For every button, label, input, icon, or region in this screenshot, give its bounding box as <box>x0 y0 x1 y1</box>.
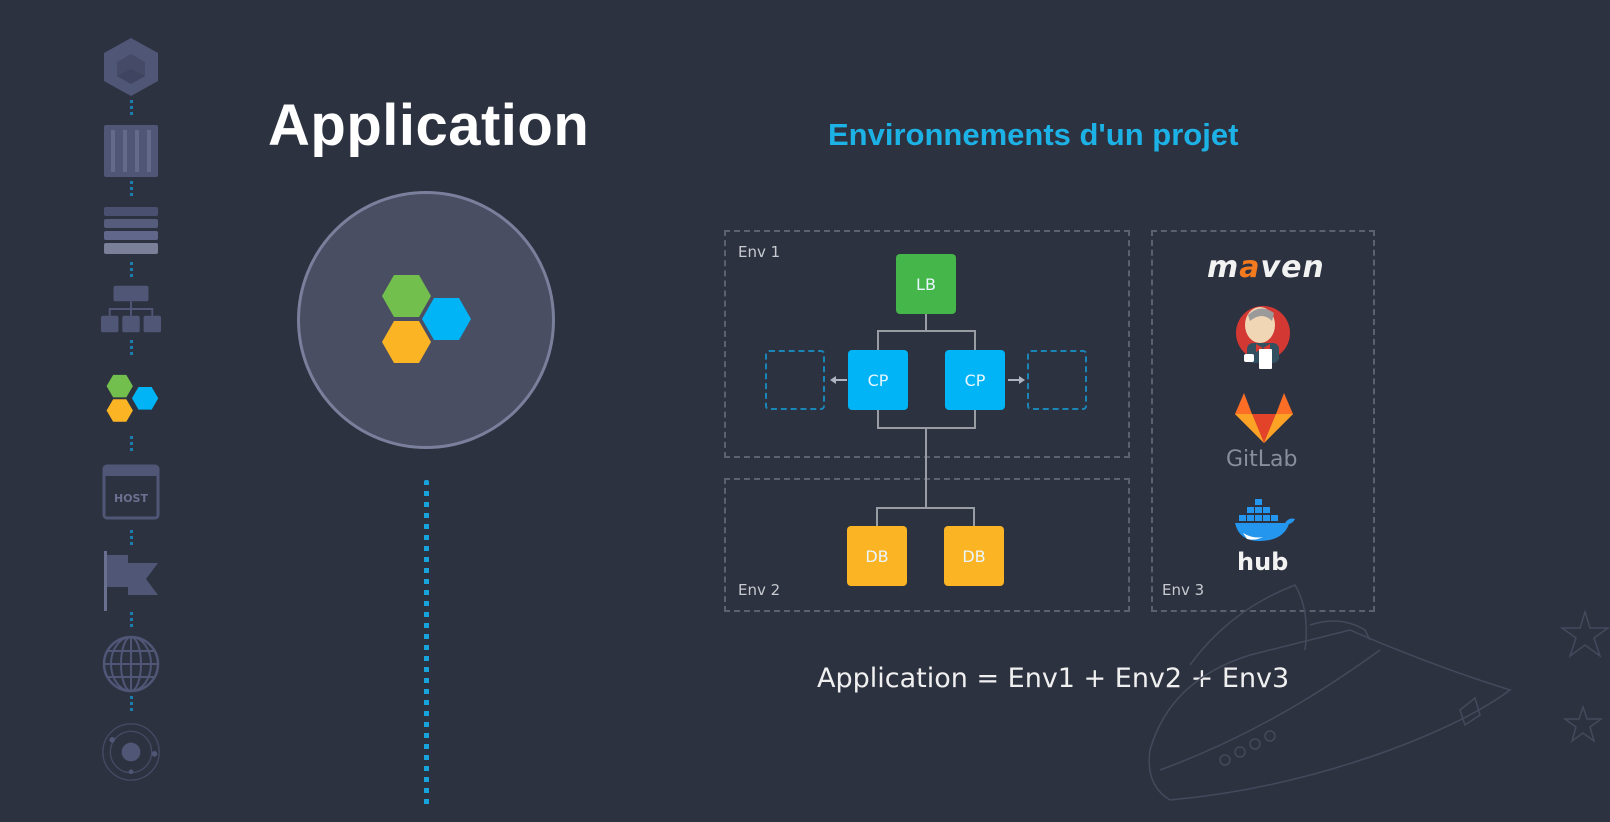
orbit-icon <box>102 723 160 781</box>
wire <box>876 507 878 527</box>
section-title: Environnements d'un projet <box>828 117 1239 152</box>
maven-logo-accent: a <box>1239 250 1261 285</box>
wire <box>973 507 975 527</box>
application-hexagons-icon <box>106 374 159 422</box>
spaceship-sketch-decoration <box>1148 584 1512 801</box>
wire <box>974 410 976 428</box>
node-lb[interactable]: LB <box>896 254 956 314</box>
env2-label: Env 2 <box>738 581 781 599</box>
wire <box>974 330 976 352</box>
wire <box>876 507 975 509</box>
host-icon: HOST <box>102 464 160 520</box>
node-cp-2[interactable]: CP <box>945 350 1005 410</box>
host-label: HOST <box>114 492 148 505</box>
sidebar-connector <box>130 436 133 454</box>
env3-box <box>1151 230 1375 612</box>
sidebar-item-hierarchy[interactable] <box>100 284 162 334</box>
stack-layers-icon <box>104 207 158 254</box>
wire <box>877 330 879 352</box>
hierarchy-icon <box>100 285 162 333</box>
docker-whale-icon <box>1235 499 1295 541</box>
gitlab-label: GitLab <box>1226 447 1298 472</box>
formula-text: Application = Env1 + Env2 + Env3 <box>817 663 1290 694</box>
page-title: Application <box>268 93 590 158</box>
scale-placeholder-right <box>1027 350 1087 410</box>
maven-logo-rest: ven <box>1260 250 1325 285</box>
application-hexagons-icon <box>382 275 471 363</box>
sidebar-item-columns[interactable] <box>100 124 162 178</box>
cube-hexagon-icon <box>104 38 158 96</box>
node-db-2[interactable]: DB <box>944 526 1004 586</box>
maven-logo: maven <box>1207 250 1325 285</box>
env3-label: Env 3 <box>1162 581 1205 599</box>
node-cp-1[interactable]: CP <box>848 350 908 410</box>
timeline-connector <box>424 480 429 810</box>
sidebar-connector <box>130 340 133 358</box>
jenkins-icon <box>1236 306 1290 369</box>
sidebar-connector <box>130 696 133 714</box>
maven-logo-m: m <box>1207 250 1240 285</box>
sidebar-item-flag[interactable] <box>100 551 162 613</box>
sidebar-connector <box>130 100 133 118</box>
sidebar-item-host[interactable]: HOST <box>100 464 162 520</box>
sidebar-connector <box>130 181 133 199</box>
scale-placeholder-left <box>765 350 825 410</box>
env1-label: Env 1 <box>738 243 781 261</box>
globe-icon <box>102 635 160 693</box>
wire <box>877 330 976 332</box>
wire <box>925 314 927 331</box>
columns-icon <box>104 125 158 177</box>
node-db-1[interactable]: DB <box>847 526 907 586</box>
wire <box>925 427 927 508</box>
sidebar-item-globe[interactable] <box>100 634 162 694</box>
star-decoration <box>1560 610 1610 658</box>
sidebar-item-orbit[interactable] <box>100 719 162 785</box>
dockerhub-label: hub <box>1237 548 1289 576</box>
env2-box <box>724 478 1130 612</box>
arrow-left-icon <box>830 376 847 384</box>
application-emblem <box>297 191 555 449</box>
flag-icon <box>104 551 158 611</box>
wire <box>877 410 879 428</box>
sidebar-connector <box>130 530 133 548</box>
star-decoration <box>1563 705 1603 743</box>
sidebar-item-application[interactable] <box>100 372 162 434</box>
arrow-right-icon <box>1008 376 1025 384</box>
env1-box <box>724 230 1130 458</box>
gitlab-icon <box>1235 393 1293 443</box>
sidebar-item-stack[interactable] <box>100 206 162 256</box>
sidebar-item-cube[interactable] <box>100 36 162 98</box>
sidebar-connector <box>130 262 133 280</box>
sidebar-connector <box>130 612 133 630</box>
